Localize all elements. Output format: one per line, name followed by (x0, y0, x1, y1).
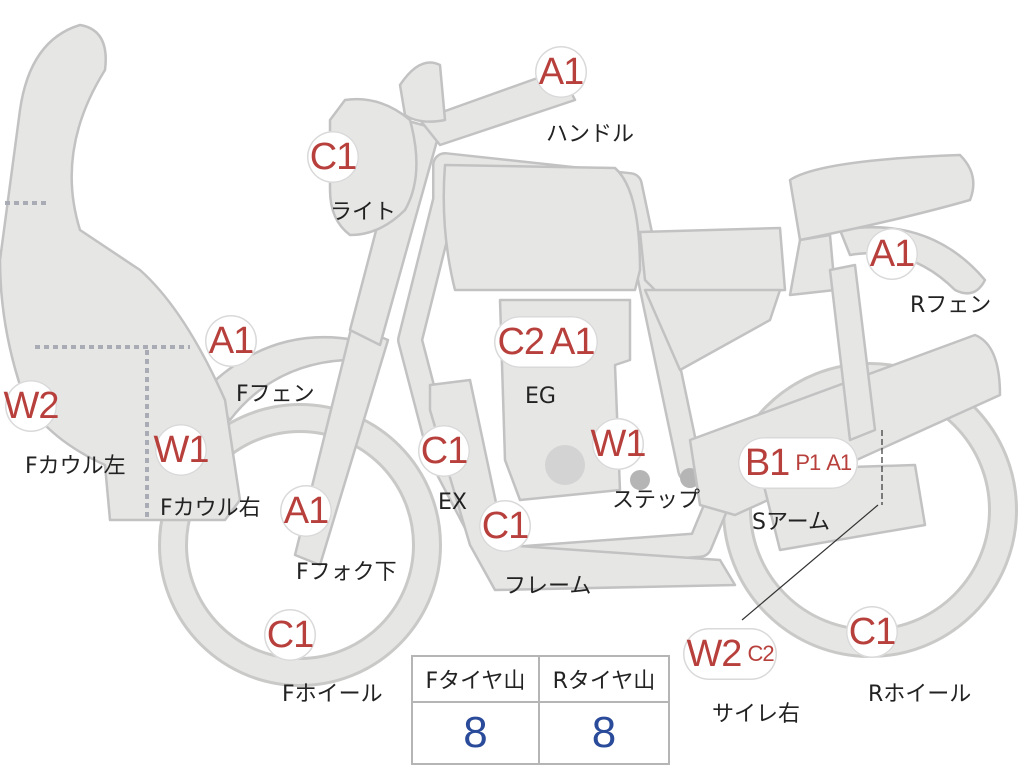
f-fork-grade: A1 (280, 485, 332, 537)
frame-grade: C1 (479, 500, 531, 552)
rear-tread-value: 8 (537, 701, 671, 765)
cowl-right-label: Fカウル右 (160, 496, 261, 521)
tire-tread-table: Fタイヤ山 Rタイヤ山 8 8 (411, 655, 671, 765)
r-fender-grade: A1 (866, 228, 918, 280)
handlebar-shape (418, 68, 577, 147)
exhaust-grade: C1 (418, 425, 470, 477)
engine-label: EG (525, 384, 556, 409)
grade-code: C2 (747, 641, 774, 666)
headlight-shape (328, 98, 418, 237)
fuel-tank-shape (442, 163, 642, 292)
cowl-left-grade: W2 (4, 380, 60, 432)
f-wheel-label: Fホイール (282, 682, 383, 707)
r-wheel-grade: C1 (846, 606, 898, 658)
swingarm-label: Sアーム (752, 510, 830, 535)
cowl-left-label: Fカウル左 (25, 454, 126, 479)
grade-code: A1 (550, 320, 595, 363)
front-tread-header: Fタイヤ山 (411, 655, 540, 703)
front-tread-value: 8 (411, 701, 540, 765)
f-wheel-grade: C1 (264, 609, 316, 661)
grade-code: B1 (744, 441, 790, 484)
cowl-right-grade: W1 (154, 424, 210, 476)
grade-code: C2 (497, 320, 545, 363)
r-wheel-label: Rホイール (868, 682, 972, 707)
grade-code: A1 (826, 450, 852, 475)
exhaust-label: EX (438, 490, 467, 515)
handle-label: ハンドル (546, 122, 635, 147)
step-grade: W1 (591, 418, 647, 470)
rear-tread-header: Rタイヤ山 (537, 655, 671, 703)
handle-grade: A1 (535, 46, 587, 98)
seat-shape (638, 226, 787, 297)
f-fender-grade: A1 (205, 315, 257, 367)
light-grade: C1 (307, 131, 359, 183)
r-fender-label: Rフェン (910, 293, 992, 318)
f-fender-label: Fフェン (236, 382, 315, 407)
grade-code: P1 (795, 450, 821, 475)
muffler-r-label: サイレ右 (712, 702, 801, 727)
frame-label: フレーム (504, 574, 592, 599)
step-label: ステップ (612, 488, 701, 513)
grade-code: W2 (686, 632, 742, 675)
light-label: ライト (330, 200, 397, 225)
f-fork-label: Fフォク下 (296, 560, 397, 585)
